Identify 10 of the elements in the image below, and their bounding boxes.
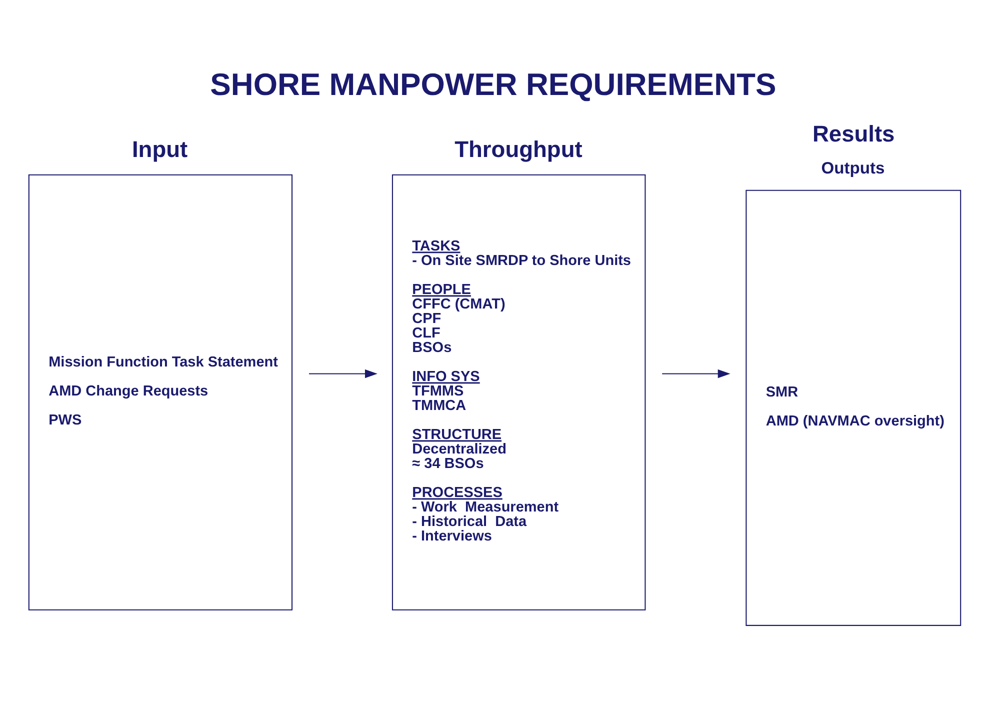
diagram-title: SHORE MANPOWER REQUIREMENTS (210, 66, 776, 102)
node-box: SMR AMD (NAVMAC oversight) (746, 189, 962, 626)
node-box: TASKS - On Site SMRDP to Shore Units PEOPLE CFFC (CMAT) CPF CLF BSOs INFO SYS TFMMS TMMCA STRUCTURE Decentralized ≈ 34 BSOs PROCESSES - Work Measurement - Historical Data - Interviews (392, 174, 646, 610)
arrow (662, 368, 730, 378)
node-box: Mission Function Task Statement AMD Change Requests PWS (28, 174, 293, 610)
node-label: Results (812, 120, 895, 146)
node-label: Input (132, 135, 188, 162)
node-label: Throughput (454, 135, 582, 162)
node-label: Outputs (821, 158, 885, 178)
arrow (309, 368, 378, 378)
